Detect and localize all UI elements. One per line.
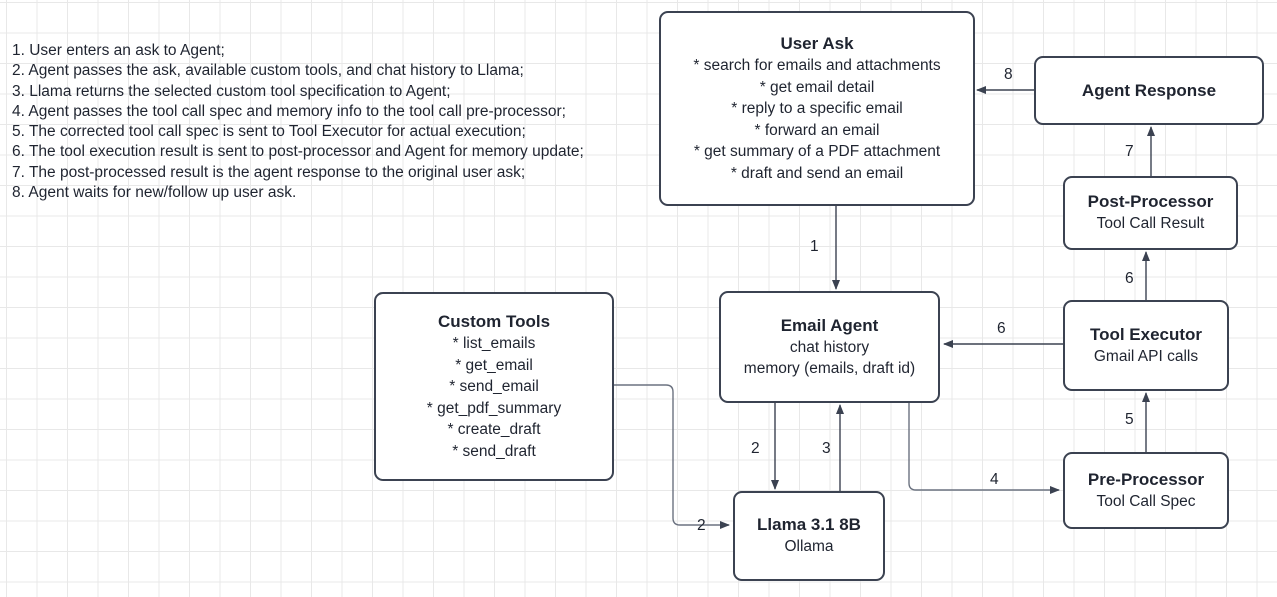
- node-title: Pre-Processor: [1087, 469, 1205, 489]
- node-line: * draft and send an email: [730, 164, 904, 182]
- node-line: * get_email: [455, 356, 533, 374]
- edge-label-4: 4: [990, 471, 999, 488]
- step-item: 5. The corrected tool call spec is sent …: [12, 123, 526, 141]
- node-title: Llama 3.1 8B: [757, 515, 861, 535]
- node-post-processor[interactable]: Post-Processor Tool Call Result: [1063, 176, 1238, 250]
- node-line: * get summary of a PDF attachment: [693, 143, 941, 160]
- step-item: 1. User enters an ask to Agent;: [12, 42, 225, 59]
- edge-label-7: 7: [1125, 143, 1134, 160]
- edge-label-6-executor-post: 6: [1125, 270, 1134, 287]
- edge-label-2-agent-llama: 2: [751, 440, 760, 457]
- edge-4-email-agent-to-pre-processor: [908, 403, 1060, 494]
- node-title: Custom Tools: [437, 312, 551, 331]
- node-line: memory (emails, draft id): [743, 360, 916, 377]
- node-title: Tool Executor: [1089, 324, 1203, 344]
- node-user-ask[interactable]: User Ask * search for emails and attachm…: [659, 11, 975, 206]
- edge-label-1: 1: [810, 238, 819, 255]
- edge-label-3: 3: [822, 440, 831, 457]
- edge-label-5: 5: [1125, 411, 1134, 428]
- node-title: Post-Processor: [1087, 192, 1214, 212]
- edge-label-2-tools-llama: 2: [697, 517, 706, 534]
- step-item: 2. Agent passes the ask, available custo…: [12, 62, 524, 80]
- node-line: * get email detail: [759, 78, 875, 96]
- edge-label-6-executor-agent: 6: [997, 320, 1006, 337]
- node-tool-executor[interactable]: Tool Executor Gmail API calls: [1063, 300, 1229, 391]
- node-line: * reply to a specific email: [731, 100, 903, 117]
- node-line: * send_email: [449, 378, 539, 395]
- node-line: * search for emails and attachments: [693, 57, 941, 74]
- edge-label-8: 8: [1004, 66, 1013, 83]
- node-agent-response[interactable]: Agent Response: [1034, 56, 1264, 125]
- node-title: Agent Response: [1081, 80, 1217, 100]
- node-line: Tool Call Result: [1096, 215, 1205, 233]
- node-line: Gmail API calls: [1093, 347, 1199, 365]
- step-item: 6. The tool execution result is sent to …: [12, 143, 584, 161]
- process-steps-list: 1. User enters an ask to Agent; 2. Agent…: [12, 41, 642, 203]
- node-line: * get_pdf_summary: [426, 399, 562, 417]
- node-line: * list_emails: [452, 335, 536, 352]
- node-line: Ollama: [784, 538, 834, 556]
- node-line: * forward an email: [754, 121, 880, 139]
- node-title: User Ask: [780, 34, 854, 53]
- node-line: * send_draft: [452, 442, 536, 460]
- node-custom-tools[interactable]: Custom Tools * list_emails * get_email *…: [374, 292, 614, 481]
- node-pre-processor[interactable]: Pre-Processor Tool Call Spec: [1063, 452, 1229, 529]
- node-llama[interactable]: Llama 3.1 8B Ollama: [733, 491, 885, 581]
- edge-2-custom-tools-to-llama: [614, 384, 730, 529]
- node-email-agent[interactable]: Email Agent chat history memory (emails,…: [719, 291, 940, 403]
- node-line: chat history: [789, 338, 870, 356]
- node-line: Tool Call Spec: [1096, 492, 1196, 510]
- node-line: * create_draft: [447, 421, 541, 438]
- step-item: 4. Agent passes the tool call spec and m…: [12, 102, 566, 120]
- step-item: 3. Llama returns the selected custom too…: [12, 82, 451, 100]
- step-item: 7. The post-processed result is the agen…: [12, 163, 526, 181]
- node-title: Email Agent: [780, 315, 879, 335]
- step-item: 8. Agent waits for new/follow up user as…: [12, 184, 297, 202]
